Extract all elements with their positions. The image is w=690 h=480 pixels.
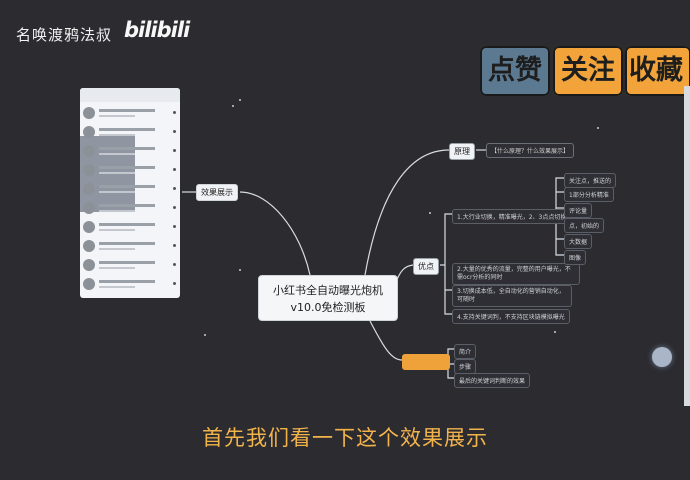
phone-line	[99, 204, 155, 207]
phone-list-item	[80, 275, 180, 293]
link-feature-branch	[440, 213, 452, 315]
phone-line	[99, 147, 155, 150]
link-center-principle	[364, 149, 450, 276]
phone-line	[99, 242, 155, 245]
feature-item-1[interactable]: 1.大行业切换，精准曝光，2、3点点切换	[452, 209, 572, 224]
dot-icon	[173, 130, 176, 133]
phone-line	[99, 185, 155, 188]
phone-side-dots	[174, 146, 178, 256]
avatar	[83, 240, 95, 252]
phone-list-item	[80, 218, 180, 236]
phone-list-item	[80, 142, 180, 160]
avatar	[83, 145, 95, 157]
feature-sub-6[interactable]: 图像	[564, 250, 587, 265]
dot-icon	[173, 263, 176, 266]
video-subtitle: 首先我们看一下这个效果展示	[202, 426, 488, 450]
feature-item-2[interactable]: 2.大量的优秀的流量，完整的用户曝光，不需ocr分析的同时	[452, 263, 580, 285]
dust-dot	[239, 269, 241, 271]
node-effect-display[interactable]: 效果展示	[196, 184, 238, 201]
avatar	[83, 202, 95, 214]
dust-dot	[597, 127, 599, 129]
dust-dot	[204, 334, 206, 336]
center-title-line2: v10.0免检测板	[290, 301, 366, 314]
dot-icon	[173, 111, 176, 114]
phone-line	[99, 223, 155, 226]
phone-subline	[99, 248, 135, 250]
node-principle-desc[interactable]: 【什么原理？什么效果展示】	[486, 143, 575, 158]
orange-item-3[interactable]: 最后的关键词判断的效果	[454, 373, 531, 388]
phone-line	[99, 280, 155, 283]
phone-subline	[99, 229, 135, 231]
dust-dot	[554, 331, 556, 333]
avatar	[83, 183, 95, 195]
phone-subline	[99, 191, 135, 193]
dust-dot	[232, 105, 234, 107]
dust-dot	[429, 212, 431, 214]
phone-list-item	[80, 104, 180, 122]
feature-item-4[interactable]: 4.支持关键词判，不支持区块链模拟曝光	[452, 309, 570, 324]
floating-ball-icon[interactable]	[652, 347, 672, 367]
avatar	[83, 278, 95, 290]
center-title-line1: 小红书全自动曝光炮机	[273, 284, 383, 297]
phone-list-item	[80, 237, 180, 255]
phone-subline	[99, 172, 135, 174]
feature-sub-3[interactable]: 评论量	[564, 203, 593, 218]
dot-icon	[173, 206, 176, 209]
phone-list-item	[80, 123, 180, 141]
channel-name: 名唤渡鸦法叔	[16, 26, 113, 44]
phone-list-item	[80, 161, 180, 179]
phone-preview	[80, 88, 180, 298]
dot-icon	[173, 244, 176, 247]
avatar	[83, 107, 95, 119]
bilibili-logo: bilibili	[124, 18, 190, 42]
avatar	[83, 221, 95, 233]
phone-line	[99, 261, 155, 264]
phone-subline	[99, 115, 135, 117]
dust-dot	[239, 99, 241, 101]
avatar	[83, 164, 95, 176]
link-center-orange	[369, 320, 403, 361]
feature-sub-5[interactable]: 大数据	[564, 234, 593, 249]
feature-sub-2[interactable]: 1部分分析精准	[564, 187, 614, 202]
like-stamp: 点赞	[480, 46, 550, 96]
phone-list-item	[80, 199, 180, 217]
dot-icon	[173, 149, 176, 152]
node-center-topic[interactable]: 小红书全自动曝光炮机 v10.0免检测板	[258, 275, 398, 321]
phone-line	[99, 166, 155, 169]
side-scrollbar[interactable]	[684, 86, 690, 406]
dot-icon	[173, 282, 176, 285]
phone-line	[99, 128, 155, 131]
orange-item-1[interactable]: 简介	[454, 344, 477, 359]
follow-stamp: 关注	[553, 46, 623, 96]
node-principle[interactable]: 原理	[449, 143, 475, 160]
dot-icon	[173, 225, 176, 228]
feature-sub-4[interactable]: 点，初始的	[564, 218, 605, 233]
orange-item-2[interactable]: 步骤	[454, 359, 477, 374]
phone-list-item	[80, 180, 180, 198]
node-feature[interactable]: 优点	[413, 258, 439, 275]
phone-subline	[99, 210, 135, 212]
phone-subline	[99, 286, 135, 288]
phone-subline	[99, 134, 135, 136]
phone-status-bar	[80, 88, 180, 102]
phone-subline	[99, 267, 135, 269]
node-highlight-orange[interactable]	[402, 354, 450, 370]
feature-sub-1[interactable]: 关注点，推送的	[564, 173, 617, 188]
favorite-stamp: 收藏	[625, 46, 690, 96]
avatar	[83, 259, 95, 271]
phone-subline	[99, 153, 135, 155]
dot-icon	[173, 187, 176, 190]
avatar	[83, 126, 95, 138]
link-center-effect	[239, 191, 311, 276]
phone-line	[99, 109, 155, 112]
feature-item-3[interactable]: 3.切换成本低，全自动化的营销自动化，可随时	[452, 285, 572, 307]
phone-list-item	[80, 256, 180, 274]
dot-icon	[173, 168, 176, 171]
